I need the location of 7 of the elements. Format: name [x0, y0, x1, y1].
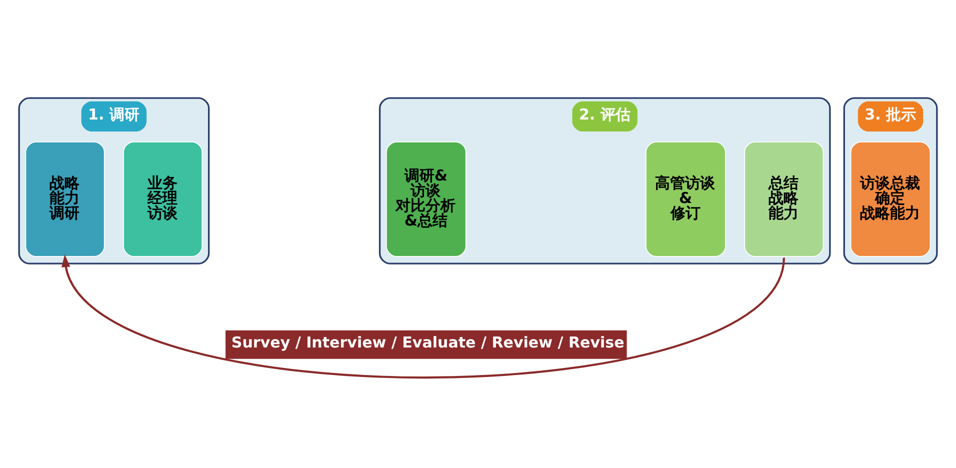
node-box: 调研&访谈对比分析&总结: [386, 141, 466, 256]
node-box: 总结战略能力: [744, 141, 824, 256]
node-box: 业务经理访谈: [123, 141, 203, 256]
node-box: 高管访谈&修订: [646, 141, 726, 256]
node-box: 访谈总裁确定战略能力: [850, 141, 931, 256]
edge-label: Survey / Interview / Evaluate / Review / Revise: [231, 332, 624, 351]
node-box: 战略能力调研: [25, 141, 105, 256]
